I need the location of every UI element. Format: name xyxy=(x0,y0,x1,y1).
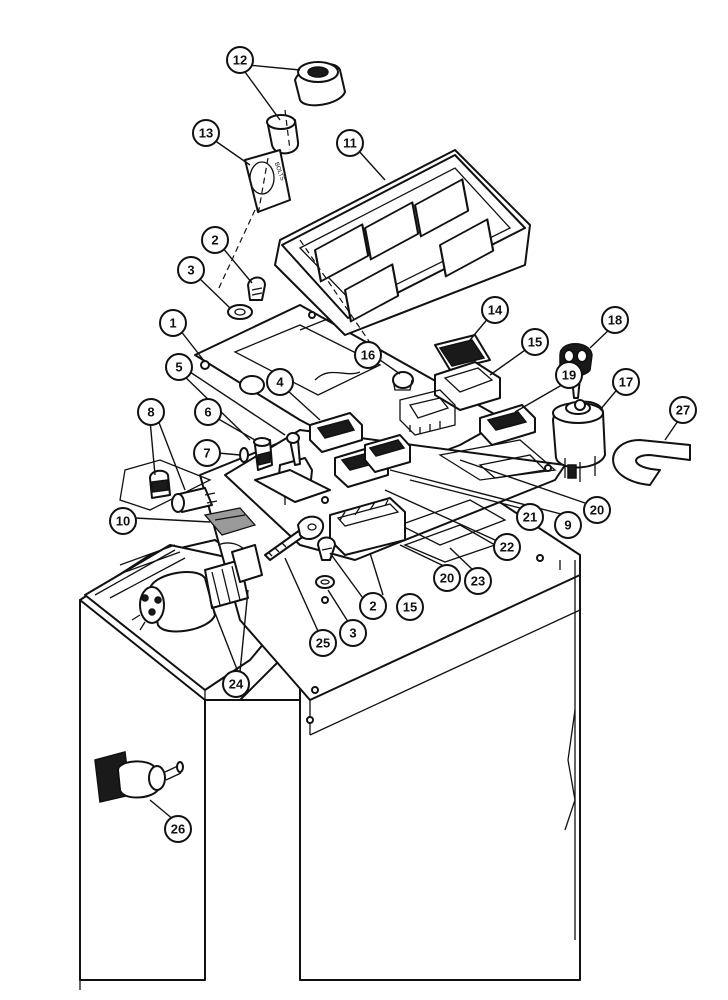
callout-label: 2 xyxy=(211,233,218,248)
cigar-lighter xyxy=(266,61,346,155)
callout-label: 16 xyxy=(361,348,375,363)
callout-label: 6 xyxy=(204,405,211,420)
switch-housing-bottom xyxy=(329,497,406,556)
warning-buzzer xyxy=(94,751,184,803)
callout-17: 17 xyxy=(612,368,640,396)
callout-label: 17 xyxy=(619,375,633,390)
switch-bezel xyxy=(274,149,531,336)
bulb-holder xyxy=(149,469,218,513)
switch-base-plate xyxy=(254,469,331,503)
callout-label: 25 xyxy=(316,636,330,651)
callout-27: 27 xyxy=(669,396,697,424)
callout-label: 15 xyxy=(528,335,542,350)
callout-7: 7 xyxy=(193,439,221,467)
callout-23: 23 xyxy=(464,567,492,595)
callout-label: 5 xyxy=(175,360,182,375)
callout-label: 4 xyxy=(276,375,284,390)
callout-label: 24 xyxy=(229,677,244,692)
callout-label: 26 xyxy=(171,822,185,837)
callout-14: 14 xyxy=(481,296,509,324)
callout-16: 16 xyxy=(354,341,382,369)
callout-2-top: 2 xyxy=(201,226,229,254)
u-clip xyxy=(612,439,691,486)
callout-9: 9 xyxy=(554,511,582,539)
callout-label: 14 xyxy=(488,303,503,318)
callout-15-bottom: 15 xyxy=(396,593,424,621)
callout-15-top: 15 xyxy=(521,328,549,356)
callout-22: 22 xyxy=(493,533,521,561)
callout-20-left: 20 xyxy=(433,564,461,592)
seal-pad xyxy=(203,507,257,536)
callout-19: 19 xyxy=(555,361,583,389)
callout-label: 19 xyxy=(562,368,576,383)
callout-label: 3 xyxy=(187,263,194,278)
callout-label: 11 xyxy=(343,136,357,151)
callout-label: 9 xyxy=(564,518,571,533)
spare-key xyxy=(264,515,325,561)
callout-label: 1 xyxy=(169,316,176,331)
ignition-switch xyxy=(552,400,606,482)
callout-21: 21 xyxy=(516,503,544,531)
callout-label: 18 xyxy=(608,313,622,328)
callout-label: 7 xyxy=(203,446,210,461)
screw-top xyxy=(247,276,266,301)
callout-label: 3 xyxy=(349,626,356,641)
callout-label: 13 xyxy=(199,126,213,141)
lamp-bulb xyxy=(239,447,249,463)
callout-label: 23 xyxy=(471,574,485,589)
callout-25: 25 xyxy=(309,629,337,657)
callout-label: 15 xyxy=(403,600,417,615)
callout-12: 12 xyxy=(226,46,254,74)
callout-2-bottom: 2 xyxy=(359,592,387,620)
callout-3-top: 3 xyxy=(177,256,205,284)
callout-26: 26 xyxy=(164,815,192,843)
callout-5: 5 xyxy=(165,353,193,381)
callout-11: 11 xyxy=(336,129,364,157)
rocker-switch-4 xyxy=(309,412,363,453)
plug xyxy=(392,371,414,391)
callout-label: 10 xyxy=(116,514,130,529)
callout-10: 10 xyxy=(109,507,137,535)
callout-1: 1 xyxy=(159,309,187,337)
callout-label: 12 xyxy=(233,53,247,68)
callout-20-right: 20 xyxy=(583,496,611,524)
blank-cover xyxy=(434,334,491,371)
callout-label: 2 xyxy=(369,599,376,614)
callout-6: 6 xyxy=(194,398,222,426)
indicator-lamp xyxy=(253,437,273,471)
washer-bottom xyxy=(315,575,335,589)
callout-18: 18 xyxy=(601,306,629,334)
switch-housing-top xyxy=(399,361,501,436)
callout-label: 20 xyxy=(590,503,604,518)
callout-label: 21 xyxy=(523,510,537,525)
rocker-switch-19 xyxy=(479,404,536,446)
washer-top xyxy=(227,304,253,320)
rotary-switch xyxy=(131,544,263,633)
callout-label: 22 xyxy=(500,540,514,555)
callout-4: 4 xyxy=(266,368,294,396)
grommet xyxy=(239,375,265,395)
callout-label: 8 xyxy=(147,405,154,420)
callout-3-bottom: 3 xyxy=(339,619,367,647)
rocker-switch-9 xyxy=(334,434,411,488)
callout-label: 27 xyxy=(676,403,690,418)
callout-label: 20 xyxy=(440,571,454,586)
callout-8: 8 xyxy=(137,398,165,426)
decal-plate: BOLTS xyxy=(244,149,291,213)
callout-24: 24 xyxy=(222,670,250,698)
callout-13: 13 xyxy=(192,119,220,147)
